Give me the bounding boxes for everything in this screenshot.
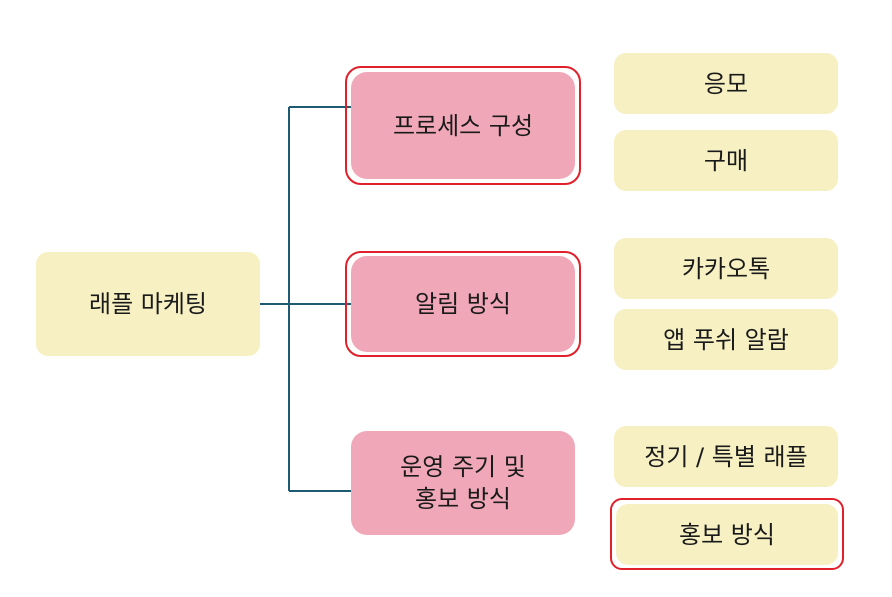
branch-node-label: 프로세스 구성 — [392, 111, 534, 140]
leaf-node-regular-special-raffle[interactable]: 정기 / 특별 래플 — [614, 426, 838, 487]
leaf-node-label: 정기 / 특별 래플 — [644, 442, 808, 471]
branch-node-label: 알림 방식 — [415, 290, 511, 318]
leaf-node-purchase[interactable]: 구매 — [614, 130, 838, 191]
leaf-node-label: 구매 — [703, 146, 749, 175]
leaf-node-app-push[interactable]: 앱 푸쉬 알람 — [614, 309, 838, 370]
root-node-label: 래플 마케팅 — [88, 290, 208, 318]
highlight-outline-notification — [345, 251, 581, 357]
leaf-node-label: 응모 — [703, 69, 749, 98]
leaf-node-apply[interactable]: 응모 — [614, 53, 838, 114]
leaf-node-label: 홍보 방식 — [679, 520, 775, 549]
branch-node-notification[interactable]: 알림 방식 — [351, 256, 575, 352]
leaf-node-label: 앱 푸쉬 알람 — [663, 325, 789, 354]
root-node[interactable]: 래플 마케팅 — [36, 252, 260, 356]
branch-node-operation[interactable]: 운영 주기 및 홍보 방식 — [351, 431, 575, 535]
highlight-outline-promotion — [610, 498, 844, 570]
branch-node-label: 운영 주기 및 홍보 방식 — [400, 453, 526, 513]
branch-node-process[interactable]: 프로세스 구성 — [351, 72, 575, 179]
leaf-node-promotion-method[interactable]: 홍보 방식 — [616, 504, 838, 565]
leaf-node-kakaotalk[interactable]: 카카오톡 — [614, 238, 838, 299]
leaf-node-label: 카카오톡 — [681, 254, 771, 283]
highlight-outline-process — [345, 66, 581, 185]
